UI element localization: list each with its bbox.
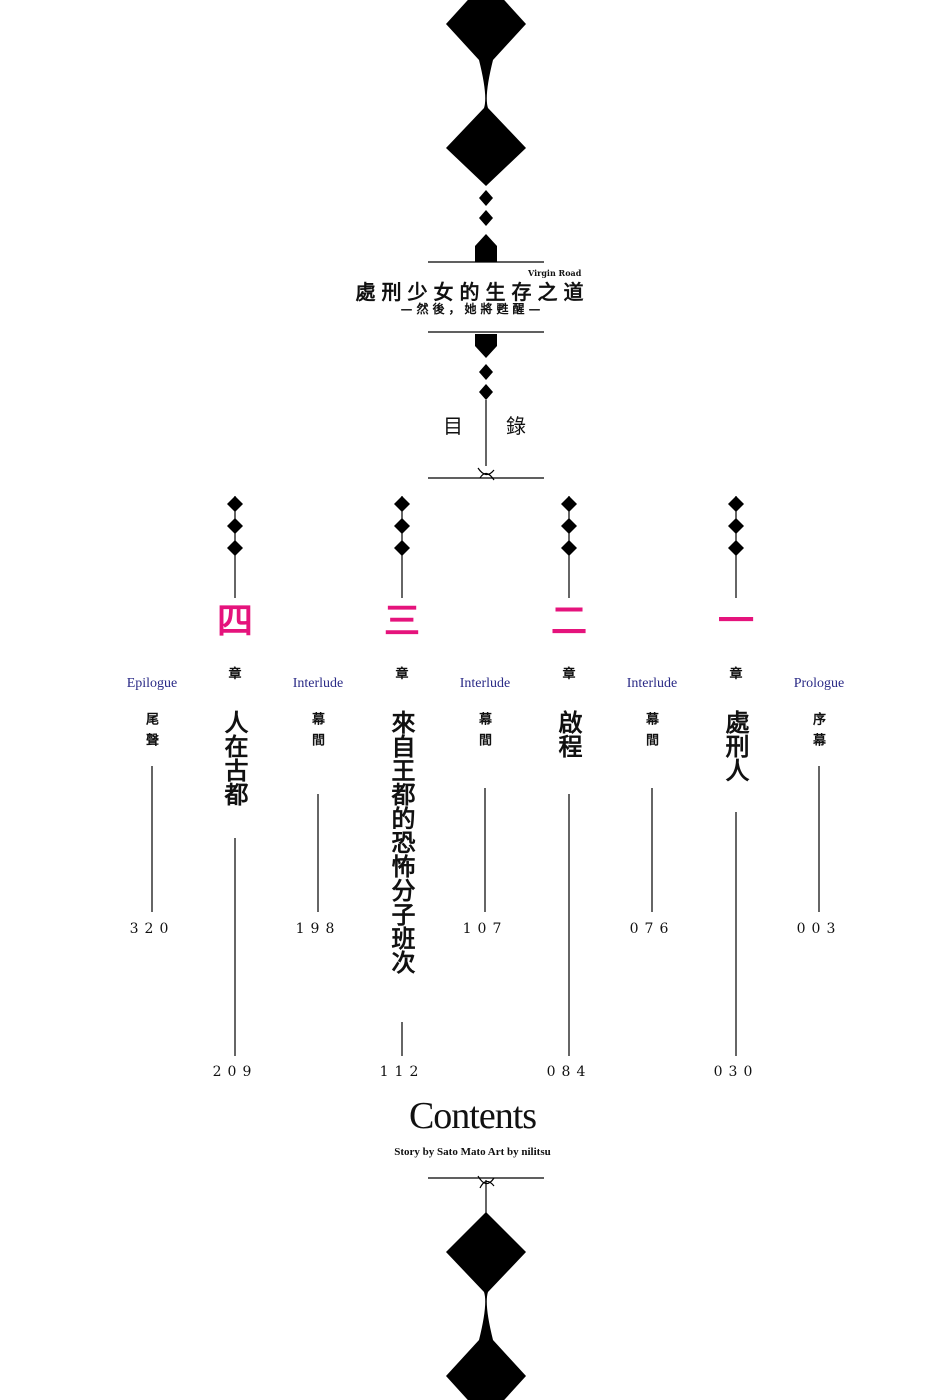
toc-label-first: 目 <box>443 414 463 438</box>
chapter-label: 章 <box>729 667 743 682</box>
chapter-number: 四 <box>216 600 253 642</box>
chapter-label: 章 <box>395 667 409 682</box>
section-english-label: Interlude <box>459 676 511 691</box>
chapter-number: 二 <box>550 600 587 642</box>
diamond-ornament <box>479 190 493 206</box>
title-ruby: Virgin Road <box>528 268 582 278</box>
section-title: 序幕 <box>810 712 825 754</box>
chapter-label: 章 <box>562 667 576 682</box>
chapter-title: 人在古都 <box>220 710 249 806</box>
section-page-number: 107 <box>462 921 508 937</box>
section-english-label: Prologue <box>793 676 845 691</box>
section-title: 幕間 <box>643 712 658 754</box>
section-title: 幕間 <box>309 712 324 754</box>
chapter-number: 一 <box>717 600 754 642</box>
diamond-ornament <box>479 384 493 400</box>
diamond-ornament <box>479 210 493 226</box>
pendant-ornament <box>475 234 497 262</box>
section-english-label: Epilogue <box>126 676 178 691</box>
chapter-title: 處刑人 <box>721 710 750 782</box>
chapter-number: 三 <box>383 600 420 642</box>
chapter-title: 來自王都的恐怖分子班次 <box>387 710 416 974</box>
section-english-label: Interlude <box>626 676 678 691</box>
section-page-number: 320 <box>129 921 175 937</box>
chapter-page-number: 084 <box>546 1064 592 1080</box>
chapter-page-number: 030 <box>713 1064 759 1080</box>
section-english-label: Interlude <box>292 676 344 691</box>
chapter-page-number: 112 <box>379 1064 425 1080</box>
bottom-hourglass-ornament <box>446 1212 526 1400</box>
section-title: 尾聲 <box>143 712 158 754</box>
section-page-number: 076 <box>629 921 675 937</box>
section-title: 幕間 <box>476 712 491 754</box>
book-title: 處刑少女的生存之道 <box>355 280 590 304</box>
chapter-label: 章 <box>228 667 242 682</box>
knot-ornament <box>477 467 495 481</box>
section-page-number: 198 <box>295 921 341 937</box>
pendant-ornament <box>475 334 497 358</box>
toc-label-second: 錄 <box>506 414 526 438</box>
diamond-ornament <box>479 364 493 380</box>
chapter-page-number: 209 <box>212 1064 258 1080</box>
book-subtitle: —然後，她將甦醒— <box>400 302 545 316</box>
contents-heading: Contents <box>408 1095 537 1137</box>
top-hourglass-ornament <box>446 0 526 186</box>
credits-line: Story by Sato Mato Art by nilitsu <box>394 1146 551 1158</box>
chapter-title: 啟程 <box>554 710 583 758</box>
section-page-number: 003 <box>796 921 842 937</box>
